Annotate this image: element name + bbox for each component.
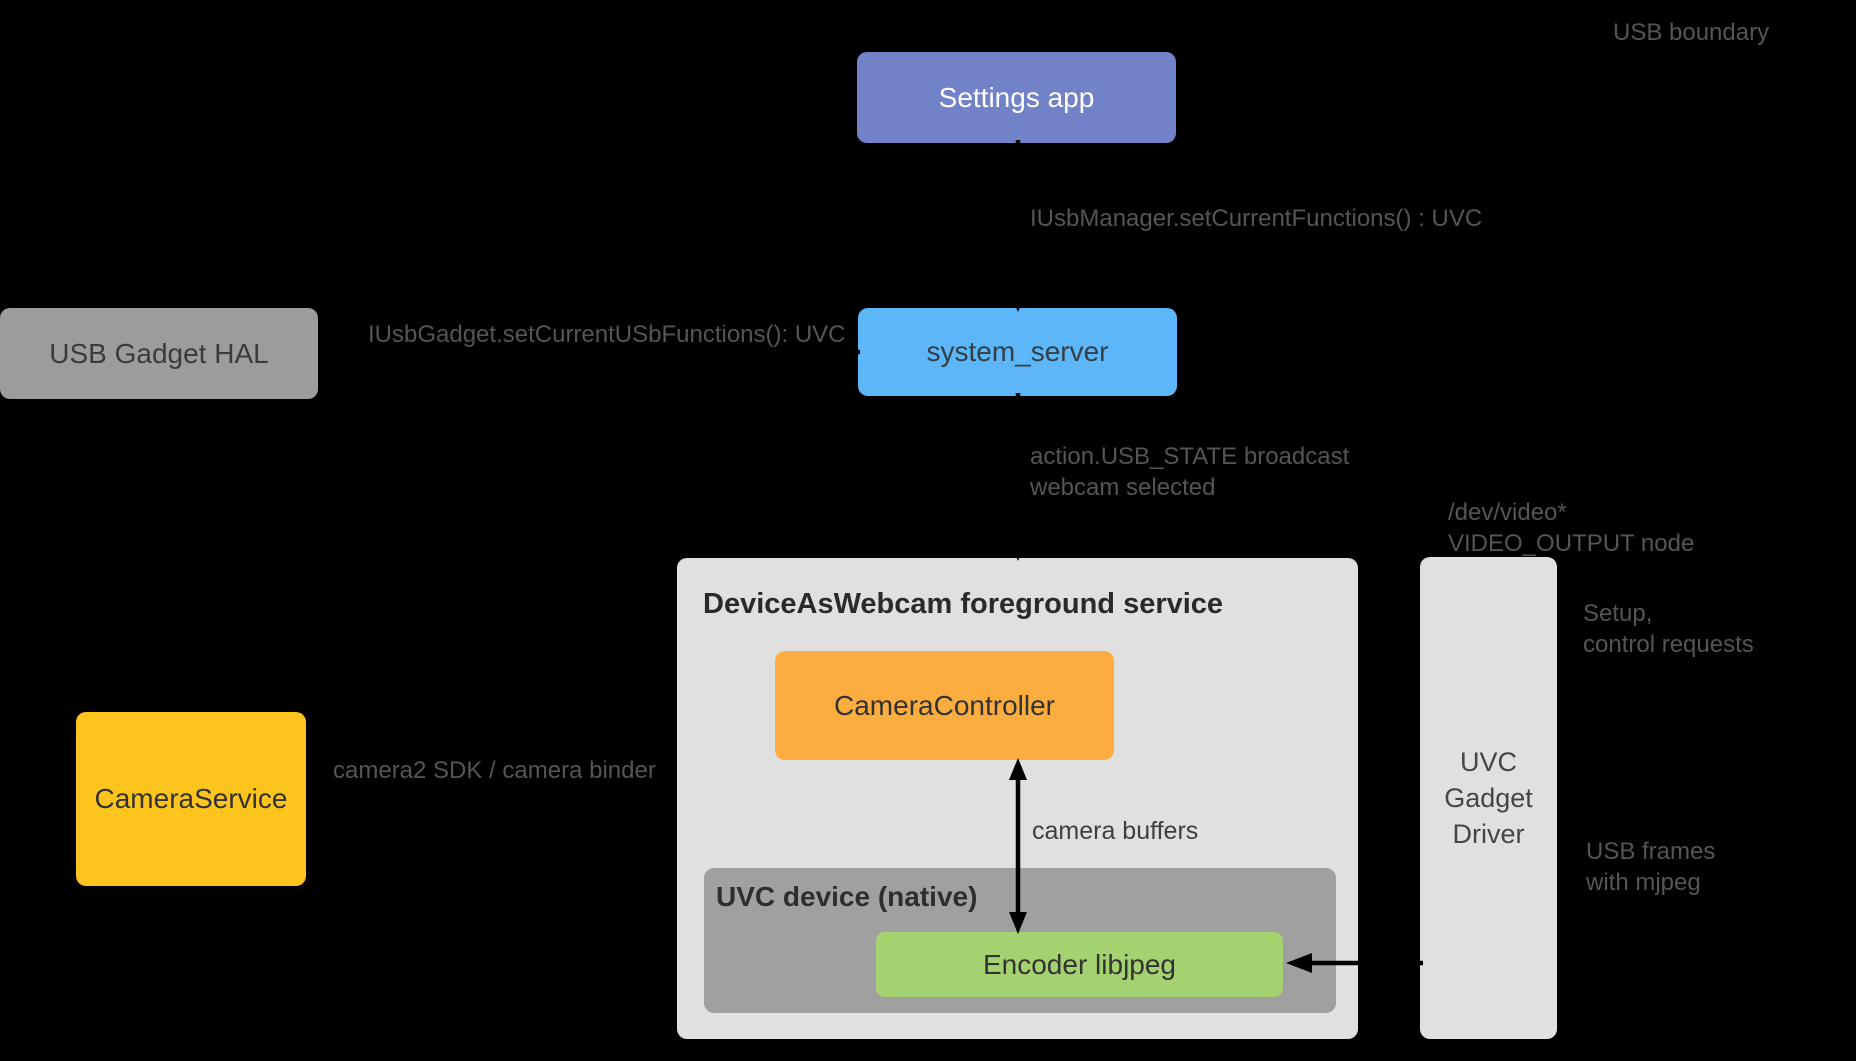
encoder-libjpeg-box: Encoder libjpeg: [876, 932, 1283, 997]
camera2-sdk-label: camera2 SDK / camera binder: [333, 757, 656, 784]
uvc-device-native-title: UVC device (native): [716, 881, 978, 912]
usb-boundary-label: USB boundary: [1613, 19, 1770, 46]
uvc-gadget-driver-line3: Driver: [1452, 819, 1525, 849]
uvc-gadget-driver-line2: Gadget: [1444, 783, 1533, 813]
uvc-gadget-driver-box: UVC Gadget Driver: [1420, 557, 1557, 1039]
usb-state-broadcast-label: action.USB_STATE broadcast webcam select…: [1030, 441, 1349, 503]
arrow-settings-to-system-server: [1009, 140, 1027, 312]
encoder-libjpeg-label: Encoder libjpeg: [982, 948, 1177, 980]
camera-controller-box: CameraController: [775, 651, 1114, 760]
usb-state-broadcast-line1: action.USB_STATE broadcast: [1030, 443, 1350, 470]
usb-frames-line2: with mjpeg: [1586, 869, 1701, 896]
setup-control-requests-line2: control requests: [1583, 631, 1754, 658]
dev-video-node-label: /dev/video* VIDEO_OUTPUT node: [1448, 497, 1694, 559]
usb-frames-line1: USB frames: [1586, 838, 1716, 865]
settings-app-label: Settings app: [938, 81, 1095, 113]
arrow-system-server-to-webcam-service: [1009, 393, 1027, 561]
setup-control-requests-line1: Setup,: [1583, 600, 1653, 627]
camera-buffers-label: camera buffers: [1032, 817, 1199, 845]
camera-controller-label: CameraController: [834, 689, 1055, 721]
dev-video-node-line2: VIDEO_OUTPUT node: [1448, 530, 1695, 557]
system-server-box: system_server: [858, 308, 1177, 396]
usb-gadget-hal-label: USB Gadget HAL: [49, 337, 269, 369]
iusbmanager-call-label: IUsbManager.setCurrentFunctions() : UVC: [1030, 205, 1483, 232]
uvc-gadget-driver-line1: UVC: [1459, 747, 1517, 777]
usb-state-broadcast-line2: webcam selected: [1030, 474, 1216, 501]
setup-control-requests-label: Setup, control requests: [1583, 598, 1754, 660]
iusbgadget-call-label: IUsbGadget.setCurrentUSbFunctions(): UVC: [368, 321, 846, 348]
system-server-label: system_server: [926, 336, 1109, 367]
device-as-webcam-title: DeviceAsWebcam foreground service: [703, 588, 1224, 620]
settings-app-box: Settings app: [857, 52, 1176, 143]
camera-service-box: CameraService: [76, 712, 306, 886]
usb-frames-label: USB frames with mjpeg: [1586, 836, 1715, 898]
dev-video-node-line1: /dev/video*: [1448, 499, 1567, 526]
usb-gadget-hal-box: USB Gadget HAL: [0, 308, 318, 399]
camera-service-label: CameraService: [94, 783, 288, 814]
